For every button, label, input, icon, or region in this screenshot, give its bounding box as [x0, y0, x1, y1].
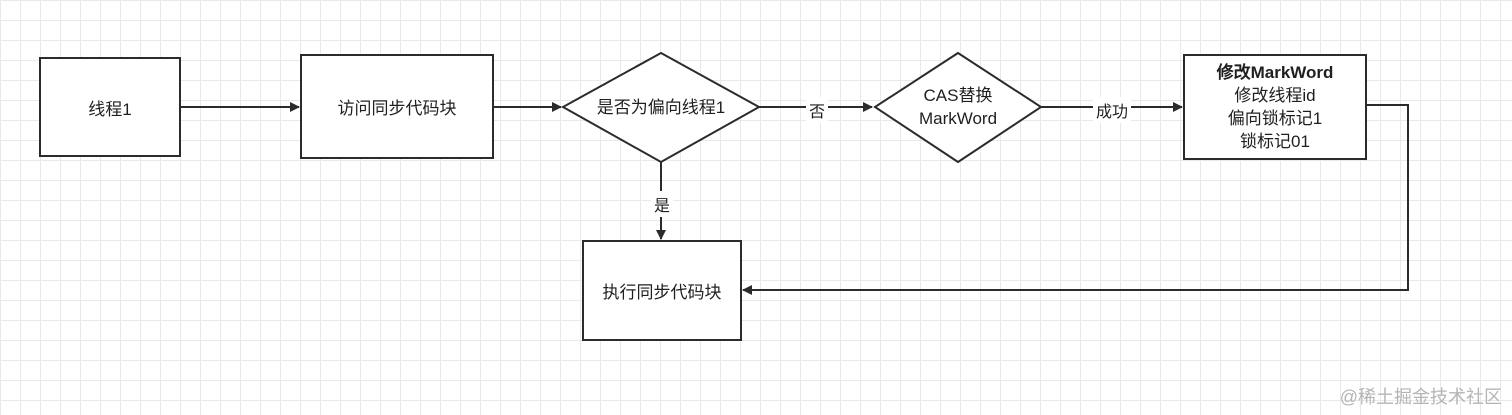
decision-cas-line-1: CAS替换 [923, 86, 993, 105]
watermark: @稀土掘金技术社区 [1339, 387, 1502, 407]
edge-label-yes: 是 [651, 191, 674, 217]
node-thread-label: 线程1 [88, 99, 132, 119]
node-modify-line-1: 修改线程id [1234, 86, 1316, 105]
decision-is-biased: 是否为偏向线程1 [573, 90, 749, 124]
decision-cas-shape [873, 51, 1043, 164]
node-modify-markword: 修改MarkWord 修改线程id 偏向锁标记1 锁标记01 [1183, 54, 1367, 160]
decision-is-biased-shape [560, 51, 762, 164]
edge-label-success: 成功 [1093, 97, 1132, 123]
node-execute-label: 执行同步代码块 [602, 283, 722, 302]
node-modify-text: 修改MarkWord 修改线程id 偏向锁标记1 锁标记01 [1217, 61, 1334, 153]
edge-label-no: 否 [806, 97, 829, 123]
decision-is-biased-label: 是否为偏向线程1 [596, 97, 726, 117]
node-execute-sync-block: 执行同步代码块 [582, 240, 742, 341]
arrow-modify-to-execute [742, 104, 1409, 295]
node-thread: 线程1 [39, 57, 181, 157]
node-modify-title: 修改MarkWord [1216, 63, 1334, 82]
node-modify-line-2: 偏向锁标记1 [1227, 109, 1323, 128]
decision-cas: CAS替换 MarkWord [888, 82, 1028, 132]
node-access-label: 访问同步代码块 [337, 99, 457, 118]
node-access-sync-block: 访问同步代码块 [300, 54, 494, 159]
decision-cas-line-2: MarkWord [918, 109, 998, 128]
node-modify-line-3: 锁标记01 [1240, 132, 1310, 151]
